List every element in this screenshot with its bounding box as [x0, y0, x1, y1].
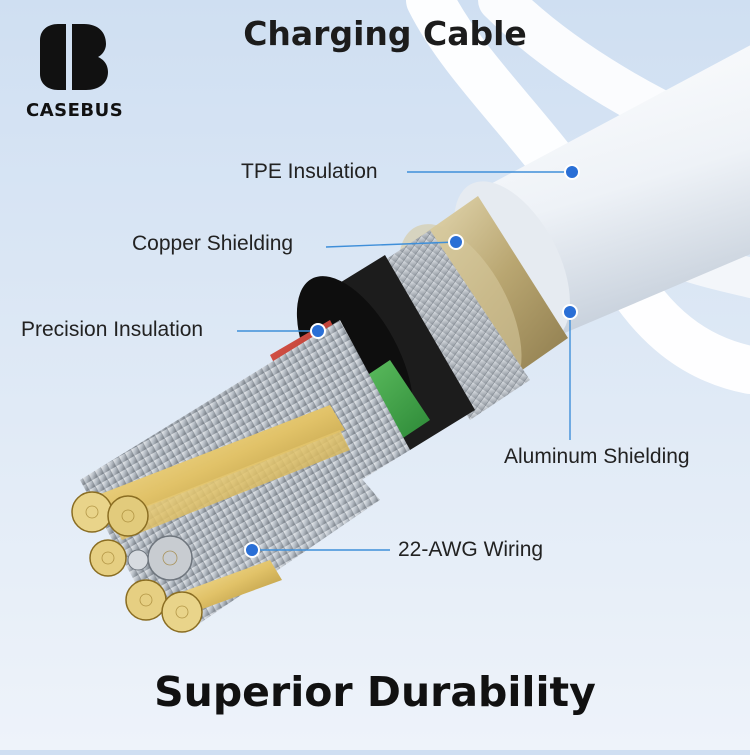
casebus-logo-icon [40, 24, 108, 90]
callout-aluminum-shielding: Aluminum Shielding [504, 445, 690, 468]
brand-name: CASEBUS [26, 100, 124, 121]
copper-braid-shield [370, 230, 530, 420]
callout-awg-wiring: 22-AWG Wiring [398, 538, 544, 561]
copper-leader-line [325, 241, 457, 248]
callout-copper-shielding: Copper Shielding [132, 232, 294, 255]
copper-dot [448, 234, 464, 250]
page-title: Charging Cable [243, 14, 527, 53]
tagline: Superior Durability [154, 668, 596, 716]
callout-dots [244, 164, 580, 558]
callout-lines [237, 171, 572, 551]
callout-precision-insulation: Precision Insulation [21, 318, 204, 341]
strand-end-faces [71, 491, 203, 633]
aluminum-dot [562, 304, 578, 320]
wiring-dot [244, 542, 260, 558]
precision-dot [310, 323, 326, 339]
tpe-dot [564, 164, 580, 180]
callout-tpe-insulation: TPE Insulation [241, 160, 378, 183]
